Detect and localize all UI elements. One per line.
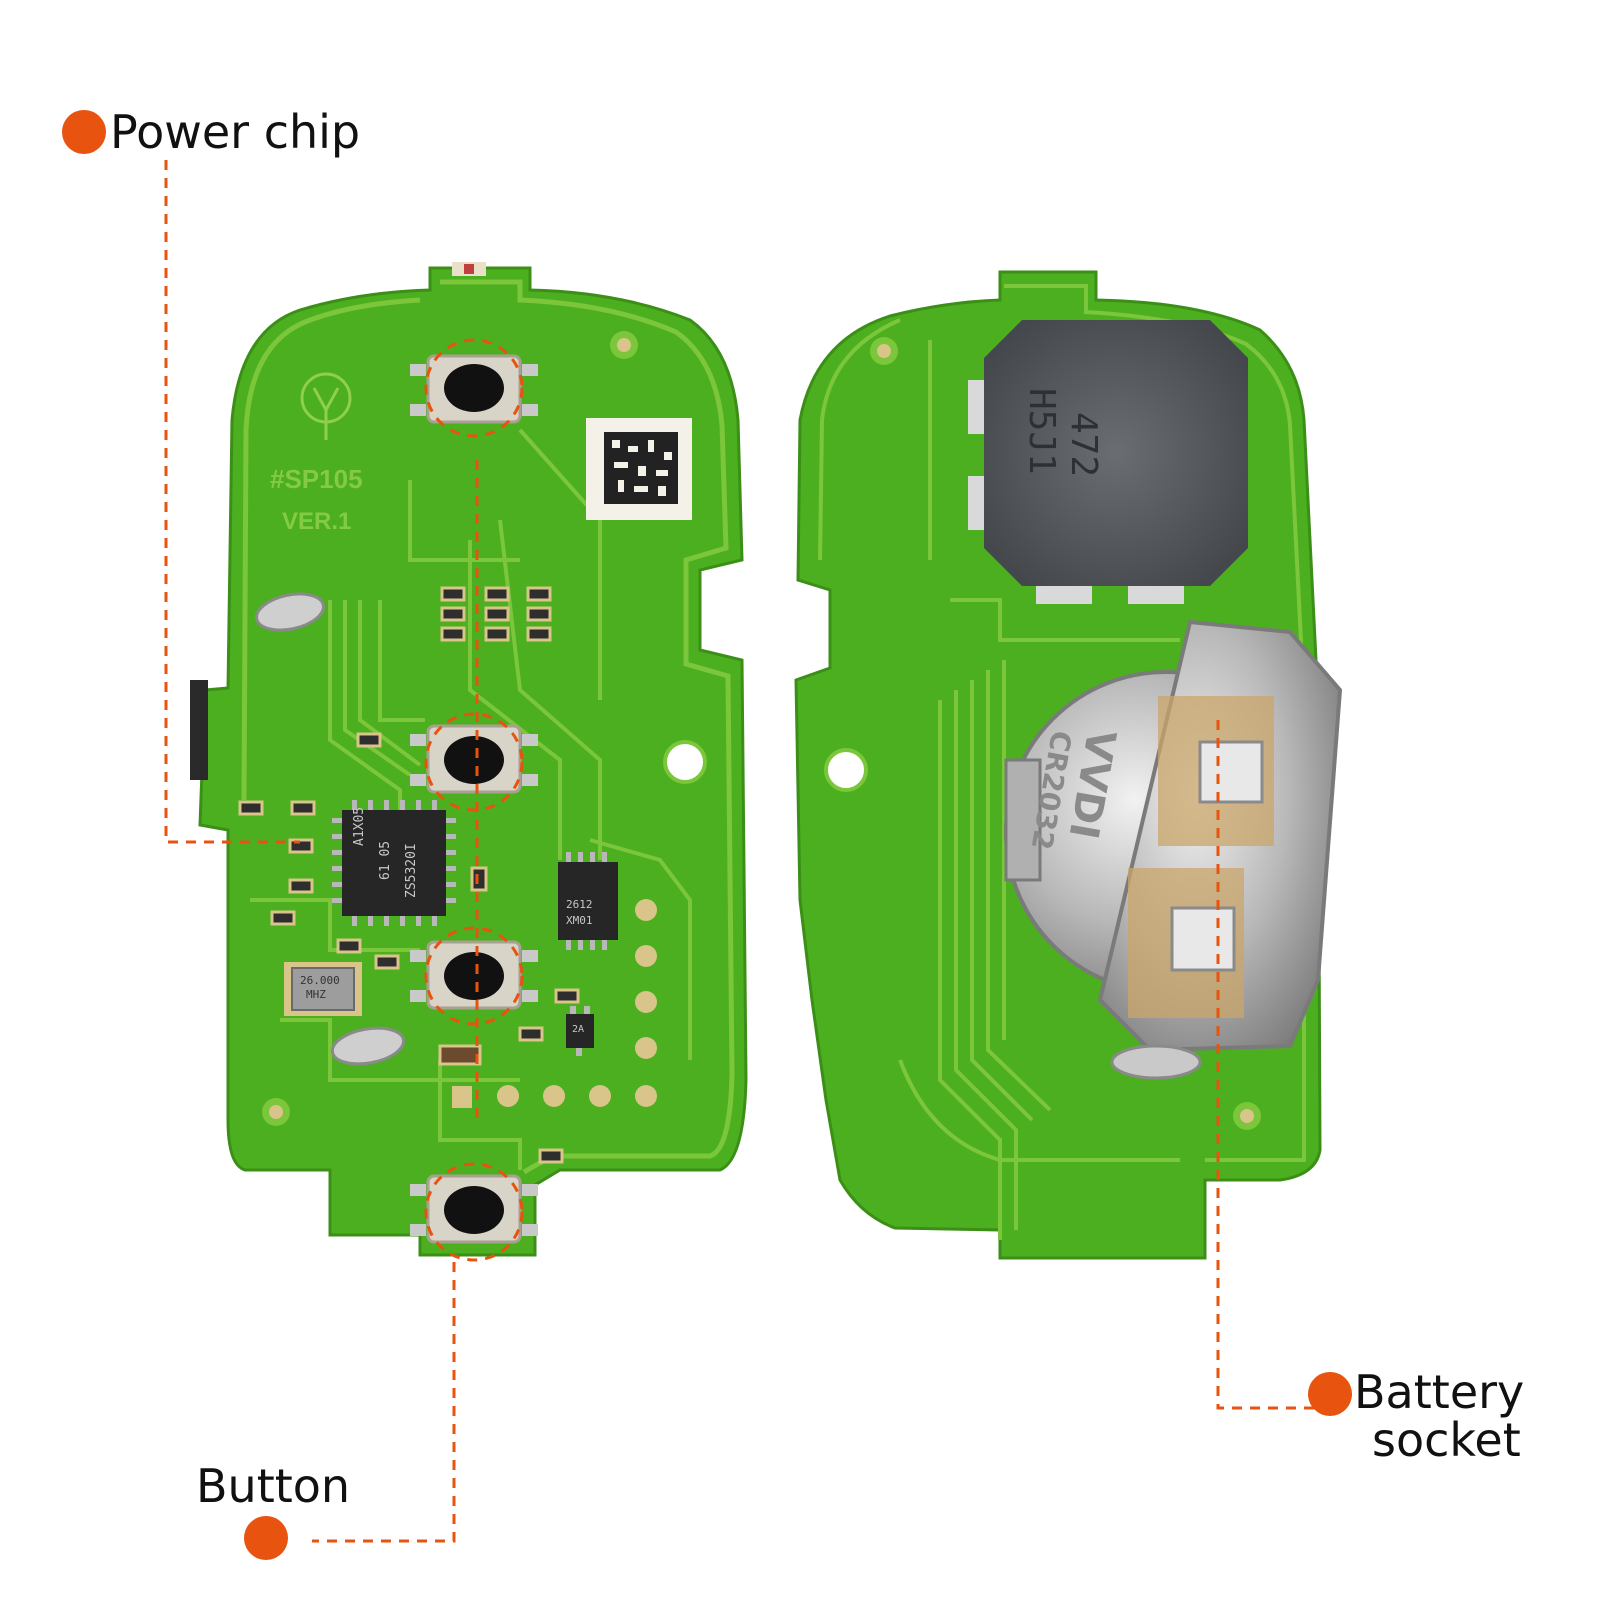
inductor-value: 472 xyxy=(1063,412,1104,478)
main-chip-line-1: A1X05 xyxy=(352,806,367,846)
callout-dot-icon xyxy=(62,110,106,154)
button-2 xyxy=(410,724,538,794)
pcb-back xyxy=(794,270,1343,1260)
crystal xyxy=(284,962,362,1016)
pcb-model-label: #SP105 xyxy=(270,464,363,494)
power-chip xyxy=(332,800,456,926)
button-1 xyxy=(410,354,538,424)
label-button: Button xyxy=(196,1459,351,1513)
callout-dot-icon xyxy=(1308,1372,1352,1416)
battery-socket xyxy=(1004,619,1343,1080)
inductor-code: H5J1 xyxy=(1021,388,1062,475)
pcb-version-label: VER.1 xyxy=(282,508,352,535)
main-chip-line-3: ZS5320I xyxy=(404,843,419,898)
callout-lines xyxy=(164,160,1330,1543)
button-3 xyxy=(410,940,538,1010)
xhorse-logo-icon xyxy=(300,372,352,440)
crystal-frequency: 26.000 xyxy=(300,974,340,987)
button-4 xyxy=(410,1174,538,1244)
main-chip-line-2: 61 05 xyxy=(378,840,393,880)
secondary-chip-line-1: 2612 xyxy=(566,898,593,911)
secondary-chip-line-2: XM01 xyxy=(566,914,593,927)
secondary-chip xyxy=(558,852,618,950)
pcb-front xyxy=(190,262,748,1257)
label-socket: socket xyxy=(1372,1413,1521,1467)
inductor xyxy=(968,320,1248,604)
label-battery: Battery xyxy=(1354,1365,1525,1419)
crystal-unit: MHZ xyxy=(306,988,326,1001)
label-power-chip: Power chip xyxy=(110,105,361,159)
callout-dot-icon xyxy=(244,1516,288,1560)
transistor-label: 2A xyxy=(572,1024,585,1035)
